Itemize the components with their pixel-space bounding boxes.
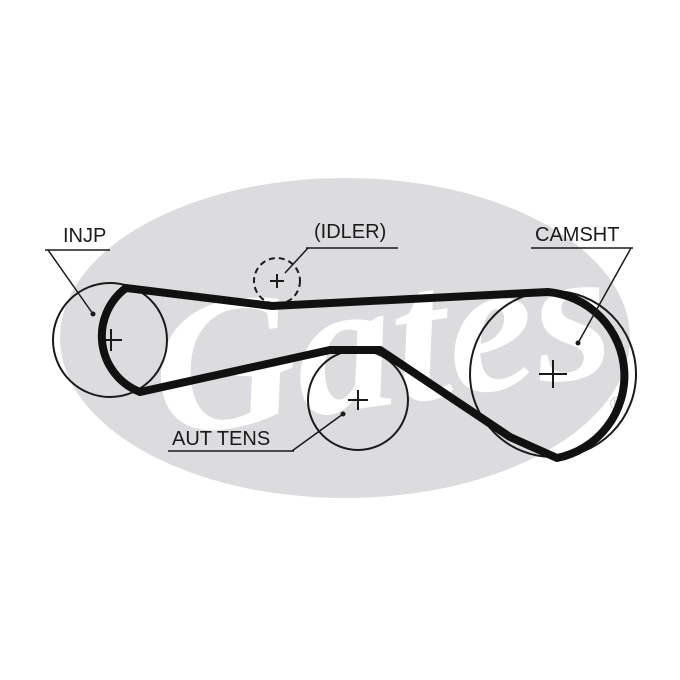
injp-pulley-circle [52, 282, 168, 398]
label-aut-tens: AUT TENS [168, 411, 346, 452]
aut-tens-leader-dot [340, 411, 346, 417]
camsht-leader-diag [577, 247, 632, 344]
timing-belt [97, 284, 629, 462]
aut-tens-leader-diag [291, 413, 344, 452]
label-idler: (IDLER) [284, 221, 398, 274]
camsht-label: CAMSHT [535, 224, 619, 246]
aut-tens-label: AUT TENS [172, 428, 270, 450]
label-injp: INJP [45, 225, 110, 317]
idler-label: (IDLER) [314, 221, 386, 243]
injp-leader-diag [47, 249, 94, 315]
gates-watermark-logo: Gates ® [60, 178, 630, 498]
camsht-leader-dot [575, 340, 581, 346]
injp-leader-dot [90, 311, 96, 317]
idler-leader-diag [284, 247, 309, 274]
injp-label: INJP [63, 225, 106, 247]
label-camsht: CAMSHT [531, 224, 633, 346]
